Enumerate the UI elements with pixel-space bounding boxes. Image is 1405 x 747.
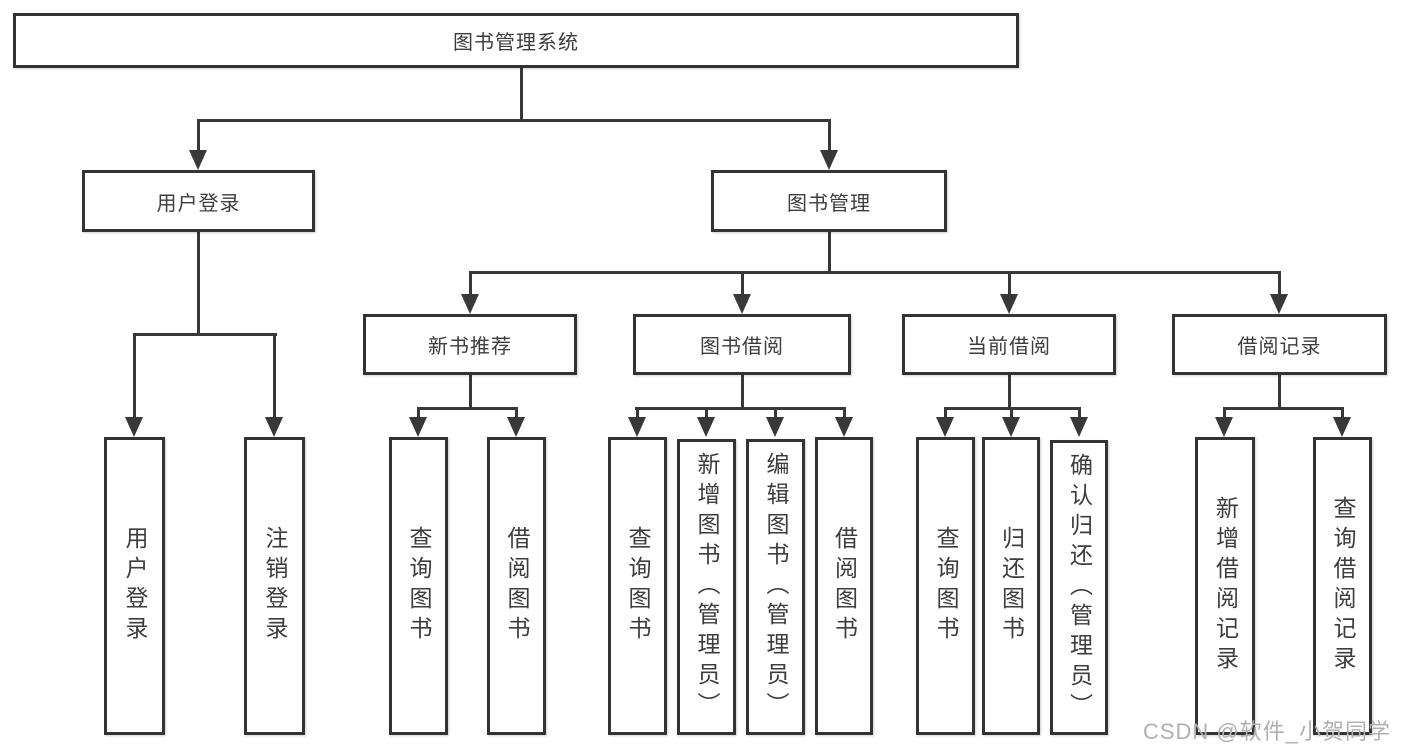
leaf-label: 归还图书 xyxy=(998,526,1025,646)
leaf-label: 注销登录 xyxy=(262,526,288,646)
leaf-query-books-current: 查询图书 xyxy=(916,437,975,735)
leaf-add-borrow-record: 新增借阅记录 xyxy=(1195,437,1255,735)
arrow-down-icon xyxy=(1333,417,1351,437)
arrow-down-icon xyxy=(1215,417,1233,437)
connector-line xyxy=(1008,271,1011,298)
leaf-query-books-recommend: 查询图书 xyxy=(389,437,448,735)
node-book-management: 图书管理 xyxy=(711,170,947,232)
leaf-query-books-borrowing: 查询图书 xyxy=(608,437,667,735)
connector-line xyxy=(1008,374,1011,410)
connector-line xyxy=(197,119,200,154)
arrow-down-icon xyxy=(1002,417,1020,437)
connector-line xyxy=(197,232,200,336)
leaf-label: 新增借阅记录 xyxy=(1212,496,1239,676)
leaf-label: 借阅图书 xyxy=(831,526,858,646)
leaf-confirm-return-admin: 确认归还（管理员） xyxy=(1050,440,1108,735)
connector-line xyxy=(636,407,639,421)
arrow-down-icon xyxy=(835,417,853,437)
leaf-return-books: 归还图书 xyxy=(982,437,1040,735)
arrow-down-icon xyxy=(1070,417,1088,437)
leaf-edit-book-admin: 编辑图书（管理员） xyxy=(746,439,805,735)
leaf-user-login: 用户登录 xyxy=(104,437,165,735)
leaf-logout: 注销登录 xyxy=(244,437,305,735)
connector-line xyxy=(1078,407,1081,421)
connector-line xyxy=(1010,407,1013,421)
leaf-label: 用户登录 xyxy=(122,526,148,646)
connector-line xyxy=(944,407,947,421)
arrow-down-icon xyxy=(125,417,143,437)
arrow-down-icon xyxy=(820,150,838,170)
connector-line xyxy=(828,119,831,154)
connector-line xyxy=(469,271,472,298)
leaf-label: 查询借阅记录 xyxy=(1330,496,1356,676)
node-new-book-recommend: 新书推荐 xyxy=(363,314,577,375)
node-label: 图书管理 xyxy=(787,192,871,215)
csdn-watermark: CSDN @软件_小贺同学 xyxy=(1142,719,1391,744)
node-user-login: 用户登录 xyxy=(82,170,315,232)
node-label: 图书借阅 xyxy=(700,336,784,358)
connector-line xyxy=(635,407,846,410)
connector-line xyxy=(133,333,136,421)
connector-line xyxy=(469,374,472,410)
connector-line xyxy=(774,407,777,421)
node-current-borrowing: 当前借阅 xyxy=(902,314,1116,375)
connector-line xyxy=(273,333,276,421)
leaf-label: 查询图书 xyxy=(625,526,651,646)
connector-line xyxy=(417,407,518,410)
connector-line xyxy=(741,271,744,298)
connector-line xyxy=(1278,271,1281,298)
arrow-down-icon xyxy=(409,417,427,437)
arrow-down-icon xyxy=(628,417,646,437)
arrow-down-icon xyxy=(265,417,283,437)
connector-line xyxy=(1278,374,1281,410)
leaf-add-book-admin: 新增图书（管理员） xyxy=(677,439,736,735)
leaf-label: 查询图书 xyxy=(406,526,432,646)
leaf-label: 编辑图书（管理员） xyxy=(763,452,789,722)
leaf-label: 查询图书 xyxy=(933,526,959,646)
connector-line xyxy=(417,407,420,421)
node-label: 借阅记录 xyxy=(1237,336,1322,358)
arrow-down-icon xyxy=(936,417,954,437)
arrow-down-icon xyxy=(766,417,784,437)
connector-line xyxy=(515,407,518,421)
leaf-query-borrow-record: 查询借阅记录 xyxy=(1313,437,1372,735)
node-label: 当前借阅 xyxy=(967,336,1051,358)
node-label: 用户登录 xyxy=(156,192,241,215)
node-borrow-records: 借阅记录 xyxy=(1172,314,1387,375)
connector-line xyxy=(197,119,831,122)
leaf-label: 借阅图书 xyxy=(504,526,530,646)
connector-line xyxy=(705,407,708,421)
leaf-label: 确认归还（管理员） xyxy=(1066,452,1093,723)
leaf-borrow-books-recommend: 借阅图书 xyxy=(487,437,546,735)
arrow-down-icon xyxy=(733,294,751,314)
connector-line xyxy=(1341,407,1344,421)
arrow-down-icon xyxy=(507,417,525,437)
arrow-down-icon xyxy=(1270,294,1288,314)
arrow-down-icon xyxy=(1000,294,1018,314)
node-label: 图书管理系统 xyxy=(453,32,579,54)
connector-line xyxy=(828,232,831,274)
leaf-borrow-books-borrowing: 借阅图书 xyxy=(815,437,873,735)
node-library-system: 图书管理系统 xyxy=(13,13,1019,68)
arrow-down-icon xyxy=(189,150,207,170)
connector-line xyxy=(1223,407,1226,421)
connector-line xyxy=(133,333,277,336)
node-label: 新书推荐 xyxy=(428,336,512,358)
node-book-borrowing: 图书借阅 xyxy=(633,314,851,375)
connector-line xyxy=(520,66,523,121)
connector-line xyxy=(843,407,846,421)
arrow-down-icon xyxy=(697,417,715,437)
connector-line xyxy=(1223,407,1344,410)
connector-line xyxy=(469,271,1281,274)
arrow-down-icon xyxy=(461,294,479,314)
leaf-label: 新增图书（管理员） xyxy=(694,452,720,722)
connector-line xyxy=(741,374,744,410)
